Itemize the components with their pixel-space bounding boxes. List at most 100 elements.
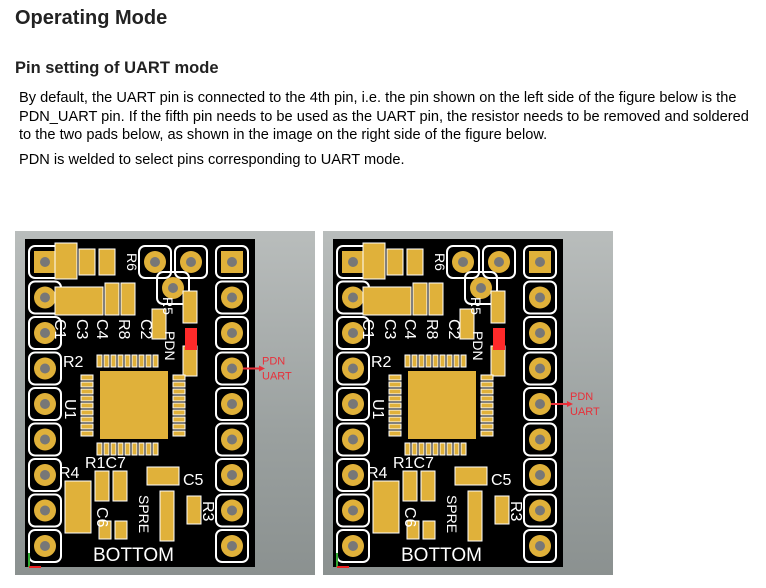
pin-hole xyxy=(535,292,545,303)
smd-pad xyxy=(172,423,186,430)
pin-hole xyxy=(40,292,50,303)
smd-pad xyxy=(112,470,128,502)
smd-pad xyxy=(453,354,460,368)
silk-c2: C2 xyxy=(445,319,462,340)
pin-outline xyxy=(523,245,557,279)
silk-u1: U1 xyxy=(61,399,78,420)
smd-pad xyxy=(459,308,475,340)
pin-outline xyxy=(523,351,557,386)
smd-pad xyxy=(480,430,494,437)
pin-hole xyxy=(227,434,237,445)
smd-pad xyxy=(131,354,138,368)
silk-c6: C6 xyxy=(401,507,418,528)
silk-r8: R8 xyxy=(115,319,132,340)
pin-outline xyxy=(523,280,557,315)
pin-hole xyxy=(227,505,237,516)
silk-r4: R4 xyxy=(367,465,388,482)
smd-pad xyxy=(96,354,103,368)
pin-hole xyxy=(535,363,545,374)
smd-pad xyxy=(54,242,78,280)
smd-pad xyxy=(480,395,494,402)
annotation-arrowhead xyxy=(259,365,265,372)
smd-pad xyxy=(432,442,439,456)
pin-hole xyxy=(186,257,196,267)
pin-hole xyxy=(348,257,358,267)
pin-hole xyxy=(227,470,237,480)
page-title: Operating Mode xyxy=(15,7,168,29)
smd-pad xyxy=(388,416,402,423)
smd-pad xyxy=(480,402,494,409)
pin-hole xyxy=(535,470,545,480)
pin-hole xyxy=(40,257,50,267)
pin-hole xyxy=(40,434,50,445)
smd-pad xyxy=(453,442,460,456)
smd-pad xyxy=(182,290,198,324)
smd-pad xyxy=(420,470,436,502)
smd-pad xyxy=(418,442,425,456)
pin-outline xyxy=(156,271,190,305)
silk-bottom: BOTTOM xyxy=(401,545,482,566)
smd-pad xyxy=(388,381,402,388)
smd-pad xyxy=(124,442,131,456)
smd-pad xyxy=(428,282,444,316)
smd-pad xyxy=(406,520,420,540)
pin-hole xyxy=(40,505,50,516)
smd-pad xyxy=(80,423,94,430)
silk-c1: C1 xyxy=(51,319,68,340)
pin-hole xyxy=(227,292,237,303)
annotation-uart: UART xyxy=(262,371,292,383)
smd-pad xyxy=(460,354,467,368)
pin-outline xyxy=(28,387,62,421)
smd-pad xyxy=(446,354,453,368)
smd-pad xyxy=(98,248,116,276)
smd-pad xyxy=(446,442,453,456)
pin-hole xyxy=(150,257,160,267)
silk-r8: R8 xyxy=(423,319,440,340)
smd-pad xyxy=(404,442,411,456)
annotation-arrowhead xyxy=(567,401,573,407)
pin-outline xyxy=(336,316,370,350)
pin-outline xyxy=(523,493,557,528)
pin-outline xyxy=(523,458,557,492)
smd-pad xyxy=(388,395,402,402)
pin-hole xyxy=(348,363,358,374)
pin-outline xyxy=(523,529,557,563)
silk-r4: R4 xyxy=(59,465,80,482)
smd-pad xyxy=(172,416,186,423)
pin-hole xyxy=(348,399,358,409)
smd-pad xyxy=(80,395,94,402)
pin-outline xyxy=(336,387,370,421)
smd-pad xyxy=(460,442,467,456)
smd-pad xyxy=(80,388,94,395)
pin-outline xyxy=(336,422,370,457)
pin-hole xyxy=(535,399,545,409)
pin-hole xyxy=(40,363,50,374)
silk-r1c7: R1C7 xyxy=(85,455,126,472)
silk-c2: C2 xyxy=(137,319,154,340)
smd-pad xyxy=(388,423,402,430)
smd-pad xyxy=(96,442,103,456)
silk-r1c7: R1C7 xyxy=(393,455,434,472)
section-title: Pin setting of UART mode xyxy=(15,59,219,77)
pin-hole xyxy=(535,541,545,551)
pin-outline xyxy=(28,316,62,350)
silk-c5: C5 xyxy=(183,472,204,489)
pin-hole xyxy=(227,328,237,338)
smd-pad xyxy=(98,520,112,540)
smd-pad xyxy=(159,490,175,542)
smd-pad xyxy=(172,395,186,402)
smd-pad xyxy=(182,345,198,377)
pin-outline xyxy=(215,280,249,315)
smd-pad xyxy=(490,345,506,377)
pin-outline xyxy=(174,245,208,279)
pin-hole xyxy=(348,328,358,338)
pin-hole xyxy=(535,328,545,338)
pdn-red-pad xyxy=(493,328,505,350)
smd-pad xyxy=(404,354,411,368)
pin-hole xyxy=(535,257,545,267)
smd-pad xyxy=(172,430,186,437)
pin-hole xyxy=(535,505,545,516)
silk-r3: R3 xyxy=(507,501,524,522)
smd-pad xyxy=(490,290,506,324)
pin-outline xyxy=(523,316,557,350)
